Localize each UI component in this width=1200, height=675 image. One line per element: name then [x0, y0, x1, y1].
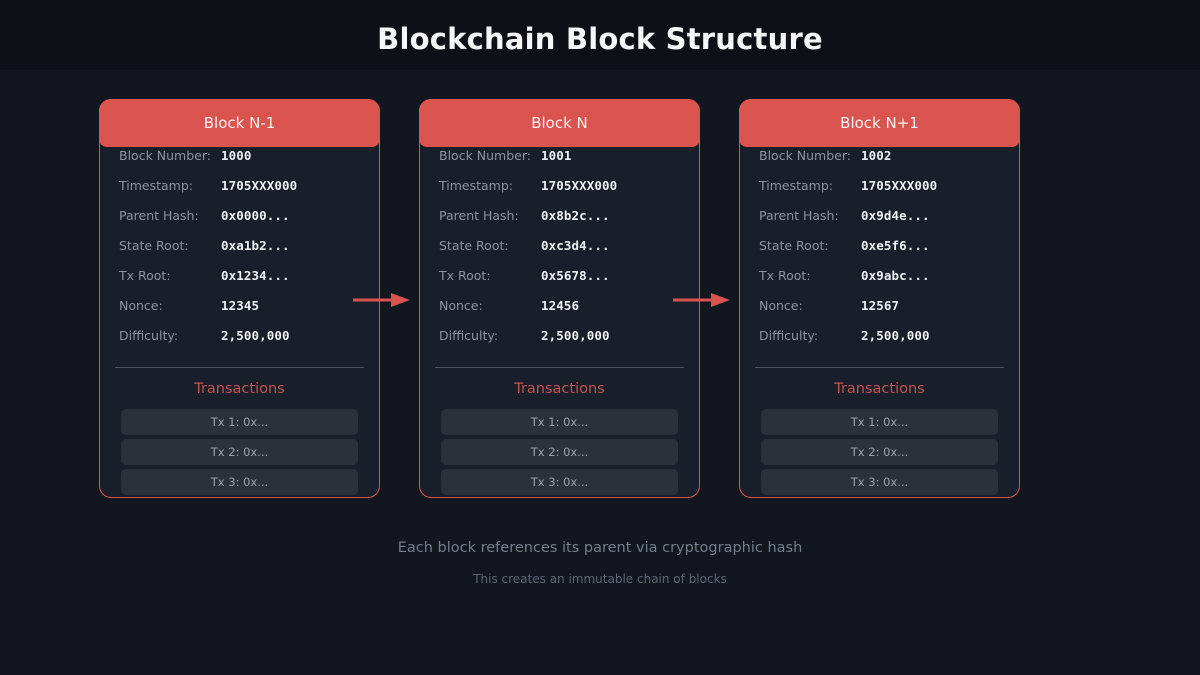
field-block-number: Block Number: 1000 [100, 148, 379, 178]
field-parent-hash: Parent Hash: 0x9d4e... [740, 208, 1019, 238]
transaction-item[interactable]: Tx 2: 0x... [121, 439, 358, 465]
field-label-state-root: State Root: [439, 238, 509, 253]
field-value-nonce: 12456 [541, 298, 580, 313]
field-value-block-number: 1001 [541, 148, 572, 163]
field-value-state-root: 0xe5f6... [861, 238, 930, 253]
field-value-nonce: 12567 [861, 298, 900, 313]
field-label-tx-root: Tx Root: [119, 268, 171, 283]
field-value-parent-hash: 0x9d4e... [861, 208, 930, 223]
block-card-header-0: Block N-1 [99, 99, 380, 147]
field-value-block-number: 1000 [221, 148, 252, 163]
section-divider [115, 367, 364, 368]
field-label-state-root: State Root: [119, 238, 189, 253]
field-label-parent-hash: Parent Hash: [439, 208, 519, 223]
transaction-list-0: Tx 1: 0x... Tx 2: 0x... Tx 3: 0x... [100, 409, 379, 495]
field-value-state-root: 0xc3d4... [541, 238, 610, 253]
transaction-item[interactable]: Tx 3: 0x... [761, 469, 998, 495]
field-value-difficulty: 2,500,000 [221, 328, 290, 343]
transaction-item[interactable]: Tx 1: 0x... [121, 409, 358, 435]
field-label-difficulty: Difficulty: [119, 328, 179, 343]
field-label-tx-root: Tx Root: [439, 268, 491, 283]
field-value-parent-hash: 0x8b2c... [541, 208, 610, 223]
field-value-state-root: 0xa1b2... [221, 238, 290, 253]
transaction-list-1: Tx 1: 0x... Tx 2: 0x... Tx 3: 0x... [420, 409, 699, 495]
transaction-list-2: Tx 1: 0x... Tx 2: 0x... Tx 3: 0x... [740, 409, 1019, 495]
field-value-difficulty: 2,500,000 [541, 328, 610, 343]
field-label-difficulty: Difficulty: [759, 328, 819, 343]
transactions-heading: Transactions [194, 381, 285, 397]
field-label-parent-hash: Parent Hash: [759, 208, 839, 223]
block-card-header-2: Block N+1 [739, 99, 1020, 147]
field-label-state-root: State Root: [759, 238, 829, 253]
field-timestamp: Timestamp: 1705XXX000 [740, 178, 1019, 208]
transaction-item[interactable]: Tx 3: 0x... [441, 469, 678, 495]
caption-primary: Each block references its parent via cry… [397, 540, 803, 556]
transaction-item[interactable]: Tx 3: 0x... [121, 469, 358, 495]
transaction-item[interactable]: Tx 1: 0x... [441, 409, 678, 435]
field-label-parent-hash: Parent Hash: [119, 208, 199, 223]
field-label-block-number: Block Number: [439, 148, 531, 163]
field-label-block-number: Block Number: [759, 148, 851, 163]
field-timestamp: Timestamp: 1705XXX000 [420, 178, 699, 208]
field-label-timestamp: Timestamp: [119, 178, 193, 193]
field-label-tx-root: Tx Root: [759, 268, 811, 283]
field-parent-hash: Parent Hash: 0x8b2c... [420, 208, 699, 238]
field-block-number: Block Number: 1001 [420, 148, 699, 178]
field-value-timestamp: 1705XXX000 [541, 178, 618, 193]
section-divider [435, 367, 684, 368]
block-card-body-1: Block Number: 1001 Timestamp: 1705XXX000… [420, 148, 699, 499]
field-label-block-number: Block Number: [119, 148, 211, 163]
field-label-nonce: Nonce: [439, 298, 483, 313]
field-label-nonce: Nonce: [119, 298, 163, 313]
field-tx-root: Tx Root: 0x1234... [100, 268, 379, 298]
field-timestamp: Timestamp: 1705XXX000 [100, 178, 379, 208]
field-label-nonce: Nonce: [759, 298, 803, 313]
field-tx-root: Tx Root: 0x5678... [420, 268, 699, 298]
field-value-parent-hash: 0x0000... [221, 208, 290, 223]
field-value-block-number: 1002 [861, 148, 892, 163]
field-nonce: Nonce: 12345 [100, 298, 379, 328]
transaction-item[interactable]: Tx 2: 0x... [441, 439, 678, 465]
block-card-1[interactable]: Block N Block Number: 1001 Timestamp: 17… [419, 99, 700, 498]
field-label-timestamp: Timestamp: [439, 178, 513, 193]
field-value-tx-root: 0x5678... [541, 268, 610, 283]
page-title: Blockchain Block Structure [377, 22, 823, 56]
transaction-item[interactable]: Tx 2: 0x... [761, 439, 998, 465]
field-value-timestamp: 1705XXX000 [861, 178, 938, 193]
field-value-tx-root: 0x1234... [221, 268, 290, 283]
field-tx-root: Tx Root: 0x9abc... [740, 268, 1019, 298]
field-state-root: State Root: 0xa1b2... [100, 238, 379, 268]
field-value-difficulty: 2,500,000 [861, 328, 930, 343]
block-card-2[interactable]: Block N+1 Block Number: 1002 Timestamp: … [739, 99, 1020, 498]
transactions-heading: Transactions [514, 381, 605, 397]
block-card-header-1: Block N [419, 99, 700, 147]
field-state-root: State Root: 0xe5f6... [740, 238, 1019, 268]
block-card-body-0: Block Number: 1000 Timestamp: 1705XXX000… [100, 148, 379, 499]
field-label-timestamp: Timestamp: [759, 178, 833, 193]
field-label-difficulty: Difficulty: [439, 328, 499, 343]
field-value-tx-root: 0x9abc... [861, 268, 930, 283]
chain-arrow-icon [353, 293, 410, 307]
field-block-number: Block Number: 1002 [740, 148, 1019, 178]
field-difficulty: Difficulty: 2,500,000 [100, 328, 379, 358]
transaction-item[interactable]: Tx 1: 0x... [761, 409, 998, 435]
field-state-root: State Root: 0xc3d4... [420, 238, 699, 268]
field-difficulty: Difficulty: 2,500,000 [740, 328, 1019, 358]
field-value-timestamp: 1705XXX000 [221, 178, 298, 193]
chain-arrow-icon [673, 293, 730, 307]
block-card-body-2: Block Number: 1002 Timestamp: 1705XXX000… [740, 148, 1019, 499]
transactions-heading: Transactions [834, 381, 925, 397]
block-card-0[interactable]: Block N-1 Block Number: 1000 Timestamp: … [99, 99, 380, 498]
section-divider [755, 367, 1004, 368]
field-parent-hash: Parent Hash: 0x0000... [100, 208, 379, 238]
field-nonce: Nonce: 12456 [420, 298, 699, 328]
field-difficulty: Difficulty: 2,500,000 [420, 328, 699, 358]
caption-secondary: This creates an immutable chain of block… [473, 572, 727, 586]
field-nonce: Nonce: 12567 [740, 298, 1019, 328]
field-value-nonce: 12345 [221, 298, 260, 313]
